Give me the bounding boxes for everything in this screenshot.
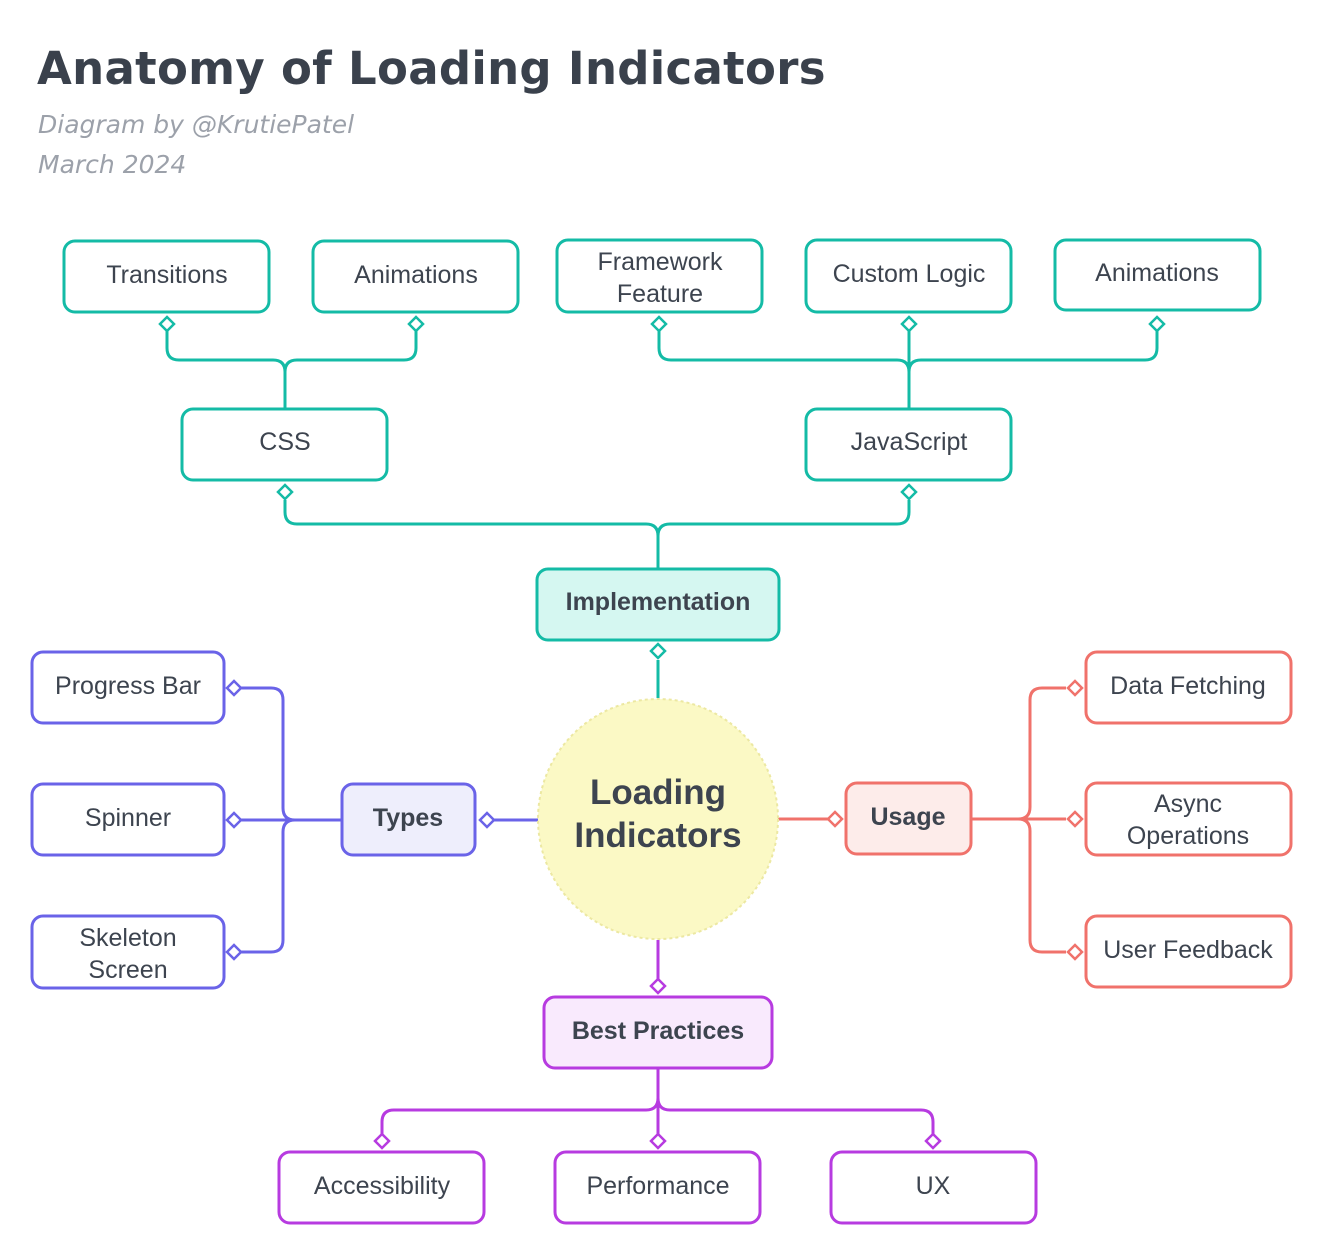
usage-user-feedback-label: User Feedback [1103, 936, 1273, 964]
usage-data-fetching-label: Data Fetching [1110, 672, 1266, 700]
best-practices-diamonds [373, 977, 942, 1150]
diagram-byline: Diagram by @KrutiePatel [38, 110, 355, 139]
css-animations-node[interactable]: Animations [311, 239, 520, 314]
best-practices-node[interactable]: Best Practices [542, 995, 774, 1070]
types-label: Types [373, 804, 443, 832]
center-label-line2: Indicators [574, 816, 741, 855]
css-label: CSS [259, 428, 310, 456]
types-progress-bar-node[interactable]: Progress Bar [30, 650, 226, 725]
js-animations-node[interactable]: Animations [1053, 238, 1262, 312]
types-connectors [241, 686, 538, 954]
best-practices-accessibility-label: Accessibility [314, 1172, 451, 1200]
usage-label: Usage [870, 803, 945, 831]
types-skeleton-screen-label-line2: Screen [88, 956, 167, 984]
types-node[interactable]: Types [340, 782, 477, 857]
js-custom-logic-label: Custom Logic [833, 260, 986, 288]
js-animations-label: Animations [1095, 259, 1219, 287]
implementation-label: Implementation [566, 588, 751, 616]
javascript-node[interactable]: JavaScript [804, 407, 1013, 482]
center-label-line1: Loading [590, 773, 726, 812]
types-spinner-label: Spinner [85, 804, 171, 832]
diagram-title: Anatomy of Loading Indicators [37, 42, 826, 95]
js-framework-feature-node[interactable]: Framework Feature [555, 238, 764, 314]
css-transitions-label: Transitions [106, 261, 227, 289]
implementation-connectors [165, 331, 1159, 698]
implementation-node[interactable]: Implementation [535, 567, 781, 642]
best-practices-ux-node[interactable]: UX [829, 1150, 1038, 1225]
types-skeleton-screen-node[interactable]: Skeleton Screen [30, 914, 226, 990]
usage-node[interactable]: Usage [844, 781, 973, 856]
usage-async-operations-label-line2: Operations [1127, 822, 1249, 850]
css-transitions-node[interactable]: Transitions [62, 239, 271, 314]
best-practices-accessibility-node[interactable]: Accessibility [277, 1150, 486, 1225]
best-practices-performance-label: Performance [586, 1172, 729, 1200]
usage-async-operations-node[interactable]: Async Operations [1084, 781, 1293, 857]
center-node[interactable]: Loading Indicators [537, 698, 779, 940]
css-node[interactable]: CSS [180, 407, 389, 482]
types-skeleton-screen-label-line1: Skeleton [79, 924, 176, 952]
js-framework-feature-label-line2: Feature [617, 280, 703, 308]
javascript-label: JavaScript [851, 428, 968, 456]
js-framework-feature-label-line1: Framework [597, 248, 723, 276]
types-diamonds [225, 679, 496, 961]
usage-user-feedback-node[interactable]: User Feedback [1084, 914, 1293, 989]
best-practices-performance-node[interactable]: Performance [553, 1150, 762, 1225]
implementation-diamonds [158, 315, 1166, 660]
usage-async-operations-label-line1: Async [1154, 790, 1222, 818]
usage-data-fetching-node[interactable]: Data Fetching [1084, 650, 1293, 725]
types-spinner-node[interactable]: Spinner [30, 782, 226, 857]
usage-connectors [778, 686, 1066, 954]
best-practices-ux-label: UX [916, 1172, 951, 1200]
types-progress-bar-label: Progress Bar [55, 672, 201, 700]
best-practices-label: Best Practices [572, 1017, 744, 1045]
diagram-date: March 2024 [38, 150, 187, 179]
css-animations-label: Animations [354, 261, 478, 289]
js-custom-logic-node[interactable]: Custom Logic [804, 238, 1013, 314]
usage-diamonds [826, 679, 1084, 961]
best-practices-connectors [380, 940, 935, 1134]
